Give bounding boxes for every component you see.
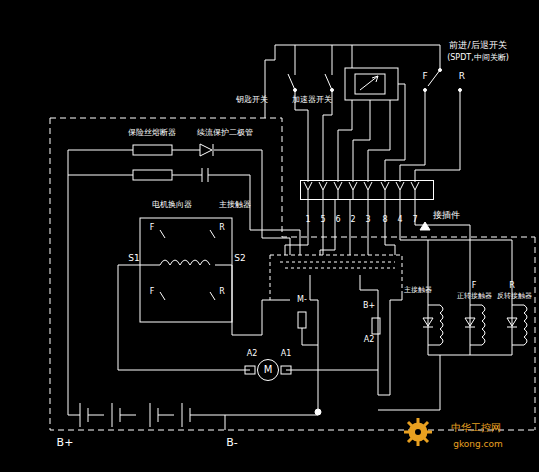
schematic-label: 7 [412,216,417,224]
schematic-label: 主接触器 [219,201,251,209]
schematic-label: 1 [305,216,310,224]
a2-terminal [372,318,380,334]
relay-coil [470,305,485,345]
m-minus-terminal [298,312,306,328]
watermark-logo [404,418,432,446]
schematic-label: M- [297,296,307,304]
schematic-label: A2 [364,336,375,344]
relay-diode [507,300,517,345]
motor-wire [118,370,378,371]
fuse-line [68,150,290,255]
schematic-label: 钥匙开关 [236,96,268,104]
schematic-label: 加速器开关 [292,96,332,104]
schematic-label: B+ [363,302,375,310]
relay-diode [423,300,433,345]
schematic-label: 前进/后退开关 [449,41,506,50]
schematic-label: 中华工控网 [451,423,501,433]
schematic-label: 3 [365,216,370,224]
schematic-label: 5 [320,216,325,224]
relay-diode [465,300,475,345]
key-switch [288,45,308,182]
schematic-label: 电机换向器 [152,201,192,209]
schematic-label: R [219,288,225,296]
schematic-label: S2 [234,254,245,263]
capacitor-symbol [202,168,208,182]
pin-symbol [304,182,312,200]
schematic-label: S1 [128,254,139,263]
relay-coil [428,305,443,345]
motor-circle: M [257,359,279,381]
diode-symbol [200,144,213,156]
accelerator-switch [323,45,332,182]
schematic-label: B+ [57,437,74,448]
schematic-label: 6 [335,216,340,224]
connector-label: 接插件 [433,211,460,220]
schematic-label: 正转接触器 [457,293,492,300]
schematic-label: A2 [247,350,258,358]
schematic-label: B- [226,437,238,448]
top-bus [275,45,440,46]
schematic-label: F [150,288,155,296]
controller-boundary [50,118,535,430]
schematic-label: R [509,282,515,290]
pin-symbol [411,182,419,200]
resistor-symbol [133,170,172,180]
controller-inner [270,255,402,300]
connector-block: 接插件 [300,180,434,200]
field-coil [160,260,210,265]
pin-symbol [349,182,357,200]
direction-switch [400,45,460,182]
fuse-symbol [133,145,172,155]
schematic-label: F [472,282,477,290]
schematic-label: 保险丝熔断器 [128,129,176,137]
schematic-label: 8 [382,216,387,224]
schematic-label: R [459,72,465,81]
schematic-label: 反转接触器 [497,293,532,300]
schematic-label: F [422,72,427,81]
pin-symbol [381,182,389,200]
potentiometer-box [345,68,398,100]
pin-symbol [364,182,372,200]
schematic-label: F [150,224,155,232]
schematic-label: 续流保护二极管 [197,129,253,137]
schematic-label: gkong.com [453,440,503,449]
pin-symbol [396,182,404,200]
battery-symbol [78,403,215,427]
battery-wire [68,150,318,430]
schematic-label: A1 [281,350,292,358]
contactor-box [140,218,232,322]
relay-coil [512,305,527,345]
pin-symbol [319,182,327,200]
schematic-label: (SPDT,中间关断) [447,54,509,62]
schematic-label: 主接触器 [404,287,432,294]
motor-label: M [264,365,273,375]
pin-symbol [334,182,342,200]
schematic-label: 2 [350,216,355,224]
schematic-label: 4 [397,216,402,224]
schematic-label: R [219,224,225,232]
